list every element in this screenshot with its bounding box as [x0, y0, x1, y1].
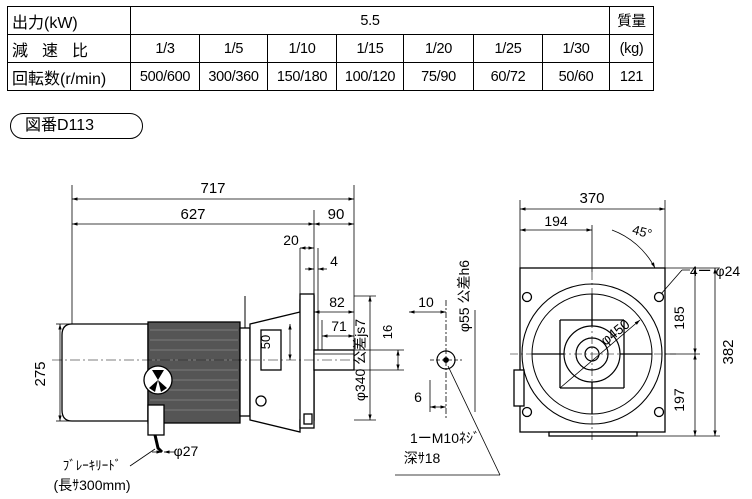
side-dimensions — [56, 185, 404, 467]
terminal-box — [147, 404, 165, 436]
brake-lead-cable — [153, 434, 164, 454]
speed-header: 回転数(r/min) — [7, 62, 131, 91]
table-cell: 75/90 — [403, 62, 474, 91]
mass-value: 121 — [609, 62, 654, 91]
dim-71: 71 — [331, 318, 347, 334]
shaft-end-labels: 10 6 φ55 公差h6 1ーM10ﾈｼﾞ 深ｻ18 — [404, 260, 480, 466]
dim-717: 717 — [200, 180, 225, 197]
table-cell: 1/25 — [473, 34, 543, 63]
dim-275: 275 — [32, 361, 49, 386]
dim-627: 627 — [180, 206, 205, 223]
table-cell: 60/72 — [473, 62, 543, 91]
table-cell: 1/15 — [336, 34, 404, 63]
dim-45deg: 45° — [631, 222, 654, 242]
front-view — [510, 267, 676, 440]
table-cell: 300/360 — [199, 62, 268, 91]
table-cell: 100/120 — [336, 62, 404, 91]
table-cell: 500/600 — [130, 62, 200, 91]
dim-20: 20 — [283, 232, 299, 248]
dim-shaft-dia: φ55 公差h6 — [456, 260, 472, 332]
dim-6: 6 — [414, 389, 422, 405]
dim-10: 10 — [418, 294, 434, 310]
output-header: 出力(kW) — [7, 6, 131, 35]
dim-4: 4 — [330, 253, 338, 269]
table-cell: 50/60 — [542, 62, 610, 91]
table-cell: 1/20 — [403, 34, 474, 63]
table-row-ratio: 減速比 1/3 1/5 1/10 1/15 1/20 1/25 1/30 (kg… — [7, 34, 654, 63]
table-cell: 1/10 — [267, 34, 337, 63]
tap-label: 1ーM10ﾈｼﾞ — [410, 430, 480, 446]
adapter — [239, 327, 251, 417]
table-cell: 1/30 — [542, 34, 610, 63]
front-dimensions — [519, 200, 720, 437]
bolt-holes-label: 4ー φ24 — [690, 263, 741, 279]
table-row-output: 出力(kW) 5.5 質量 — [7, 6, 654, 35]
dim-370: 370 — [579, 190, 604, 207]
output-value: 5.5 — [130, 6, 610, 35]
brake-lead-label: ﾌﾞﾚｰｷﾘｰﾄﾞ — [63, 458, 122, 473]
tap-depth-label: 深ｻ18 — [404, 450, 441, 466]
dim-382: 382 — [720, 339, 737, 364]
motor-fan-cover — [61, 323, 149, 422]
spec-table: 出力(kW) 5.5 質量 減速比 1/3 1/5 1/10 1/15 1/20… — [7, 6, 654, 91]
side-view — [52, 293, 360, 454]
table-row-speed: 回転数(r/min) 500/600 300/360 150/180 100/1… — [7, 62, 654, 91]
dim-cable-dia: φ27 — [174, 443, 199, 459]
side-labels: 717 627 90 20 4 82 71 50 275 φ340 公差js7 … — [32, 180, 395, 493]
dim-197: 197 — [671, 388, 687, 412]
dim-82: 82 — [329, 294, 345, 310]
brake-lead-length: (長ｻ300mm) — [53, 477, 130, 493]
dim-50: 50 — [258, 335, 273, 349]
dim-flange-dia: φ340 公差js7 — [352, 319, 368, 401]
table-cell: 150/180 — [267, 62, 337, 91]
dim-16: 16 — [380, 325, 395, 339]
figure-number-label: 図番D113 — [10, 113, 143, 139]
shaft-end-view — [395, 300, 501, 476]
dim-194: 194 — [544, 213, 568, 229]
dim-90: 90 — [328, 206, 345, 223]
ratio-header: 減速比 — [7, 34, 131, 63]
dim-185: 185 — [671, 306, 687, 330]
mass-unit: (kg) — [609, 34, 654, 63]
